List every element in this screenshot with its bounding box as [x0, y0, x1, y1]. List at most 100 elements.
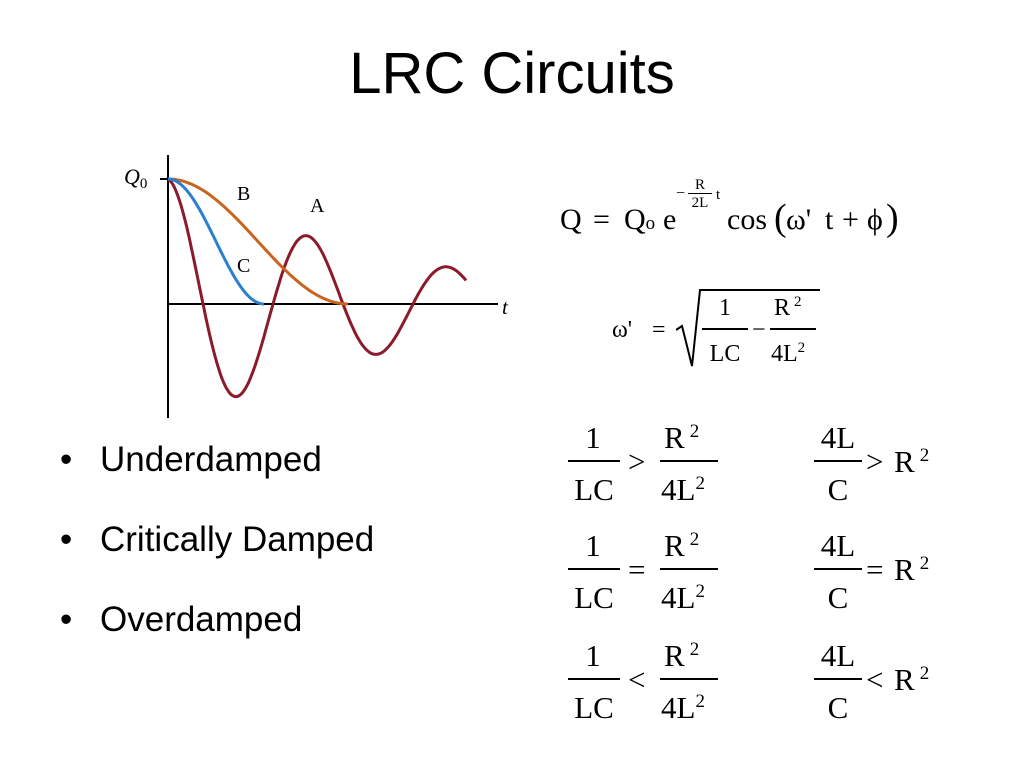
cond-alt-rhs-sup: 2	[919, 553, 930, 574]
eq-phi: ϕ	[867, 203, 883, 236]
cond-alt-op: >	[866, 444, 884, 479]
cond-right-num-sup: 2	[689, 529, 700, 550]
cond-alt-num: 4L	[820, 420, 856, 455]
cond-op: <	[628, 662, 646, 697]
eq-lparen: (	[774, 197, 787, 239]
eq-exp-t: t	[716, 187, 721, 203]
bullet-critically-damped: •Critically Damped	[60, 516, 374, 596]
slide-title: LRC Circuits	[349, 41, 675, 106]
eq-t: t	[825, 203, 834, 236]
cond-right-den-sup: 2	[695, 473, 705, 494]
cond-right-bar	[660, 568, 718, 570]
omega-equals: =	[652, 317, 666, 343]
cond-left-bar	[568, 568, 620, 570]
x-label: t	[502, 295, 509, 319]
cond-alt-rhs-r: R	[894, 552, 915, 587]
bullet-text: Underdamped	[100, 440, 322, 479]
cond-right-den: 4L2	[661, 692, 705, 723]
cond-right-den-sup: 2	[695, 691, 705, 712]
omega-f2-den: 4L2	[771, 340, 806, 367]
cond-alt-den: C	[827, 580, 849, 615]
eq-e: e	[663, 203, 677, 236]
cond-right-bar	[660, 678, 718, 680]
cond-left-bar	[568, 678, 620, 680]
cond-alt-rhs-sup: 2	[919, 663, 930, 684]
plot-axes	[160, 155, 498, 418]
cond-alt-num: 4L	[820, 638, 856, 673]
cond-alt-num: 4L	[820, 528, 856, 563]
cond-op: =	[628, 552, 646, 587]
eq-plus: +	[842, 203, 859, 236]
damping-bullet-list: • Underdamped •Critically Damped • Overdam…	[60, 436, 374, 676]
cond-left-den: LC	[574, 580, 614, 615]
curve-a-underdamped	[167, 177, 468, 399]
sqrt-radical	[676, 289, 820, 367]
omega-f1-bar	[702, 328, 748, 330]
eq-exp-num: R	[688, 178, 712, 194]
eq-rparen: )	[886, 197, 899, 239]
curve-label-b: B	[237, 183, 250, 205]
eq-omega-prime: ω'	[786, 203, 812, 236]
y-label-sub: 0	[140, 176, 148, 192]
cond-right-den-sup: 2	[695, 581, 705, 602]
eq-lhs: Q	[560, 203, 582, 236]
omega-f1-den: LC	[709, 341, 741, 367]
cond-right-num-sup: 2	[689, 639, 700, 660]
eq-equals: =	[593, 203, 610, 236]
cond-alt-bar	[814, 678, 862, 680]
y-label: Q0	[124, 164, 147, 192]
cond-left-num: 1	[585, 420, 601, 455]
cond-left-den: LC	[574, 690, 614, 725]
cond-right-num-r: R	[664, 528, 685, 563]
eq-q0: Qo	[624, 205, 655, 235]
bullet-dot: •	[60, 600, 73, 639]
eq-exp-minus: −	[676, 185, 686, 202]
cond-alt-op: =	[866, 552, 884, 587]
cond-alt-den: C	[827, 690, 849, 725]
omega-f2-den-sup: 2	[797, 340, 806, 356]
curve-label-a: A	[310, 195, 325, 217]
cond-right-den-4l: 4L	[661, 580, 696, 615]
cond-right-den-4l: 4L	[661, 690, 696, 725]
cond-right-num-r: R	[664, 638, 685, 673]
omega-f2-num-sup: 2	[794, 294, 802, 310]
eq-q0-sub: o	[645, 213, 656, 234]
cond-right-bar	[660, 460, 718, 462]
cond-alt-den: C	[827, 472, 849, 507]
curve-b-overdamped	[168, 177, 348, 306]
cond-alt-bar	[814, 460, 862, 462]
omega-f1-num: 1	[719, 295, 731, 321]
eq-exp-den: 2L	[691, 195, 709, 211]
cond-alt-op: <	[866, 662, 884, 697]
cond-right-num-r: R	[664, 420, 685, 455]
y-label-q: Q	[124, 164, 140, 189]
bullet-underdamped: • Underdamped	[60, 436, 374, 516]
bullet-text: Overdamped	[100, 600, 303, 639]
curve-label-c: C	[237, 255, 250, 277]
cond-right-den-4l: 4L	[661, 472, 696, 507]
cond-right-num-sup: 2	[689, 421, 700, 442]
curve-c-critically-damped	[168, 177, 264, 306]
bullet-dot: •	[60, 520, 73, 559]
cond-alt-rhs-sup: 2	[919, 445, 930, 466]
cond-right-den: 4L2	[661, 582, 705, 613]
omega-f2-num-r: R	[774, 295, 791, 321]
cond-left-den: LC	[574, 472, 614, 507]
cond-alt-rhs-r: R	[894, 444, 915, 479]
cond-left-num: 1	[585, 528, 601, 563]
bullet-overdamped: • Overdamped	[60, 596, 374, 676]
damping-plot: Q0 t A B C	[124, 155, 509, 418]
omega-minus: −	[752, 317, 766, 343]
bullet-dot: •	[60, 440, 73, 479]
cond-left-bar	[568, 460, 620, 462]
eq-q0-letter: Q	[624, 203, 646, 236]
omega-f2-bar	[770, 328, 816, 330]
cond-alt-bar	[814, 568, 862, 570]
